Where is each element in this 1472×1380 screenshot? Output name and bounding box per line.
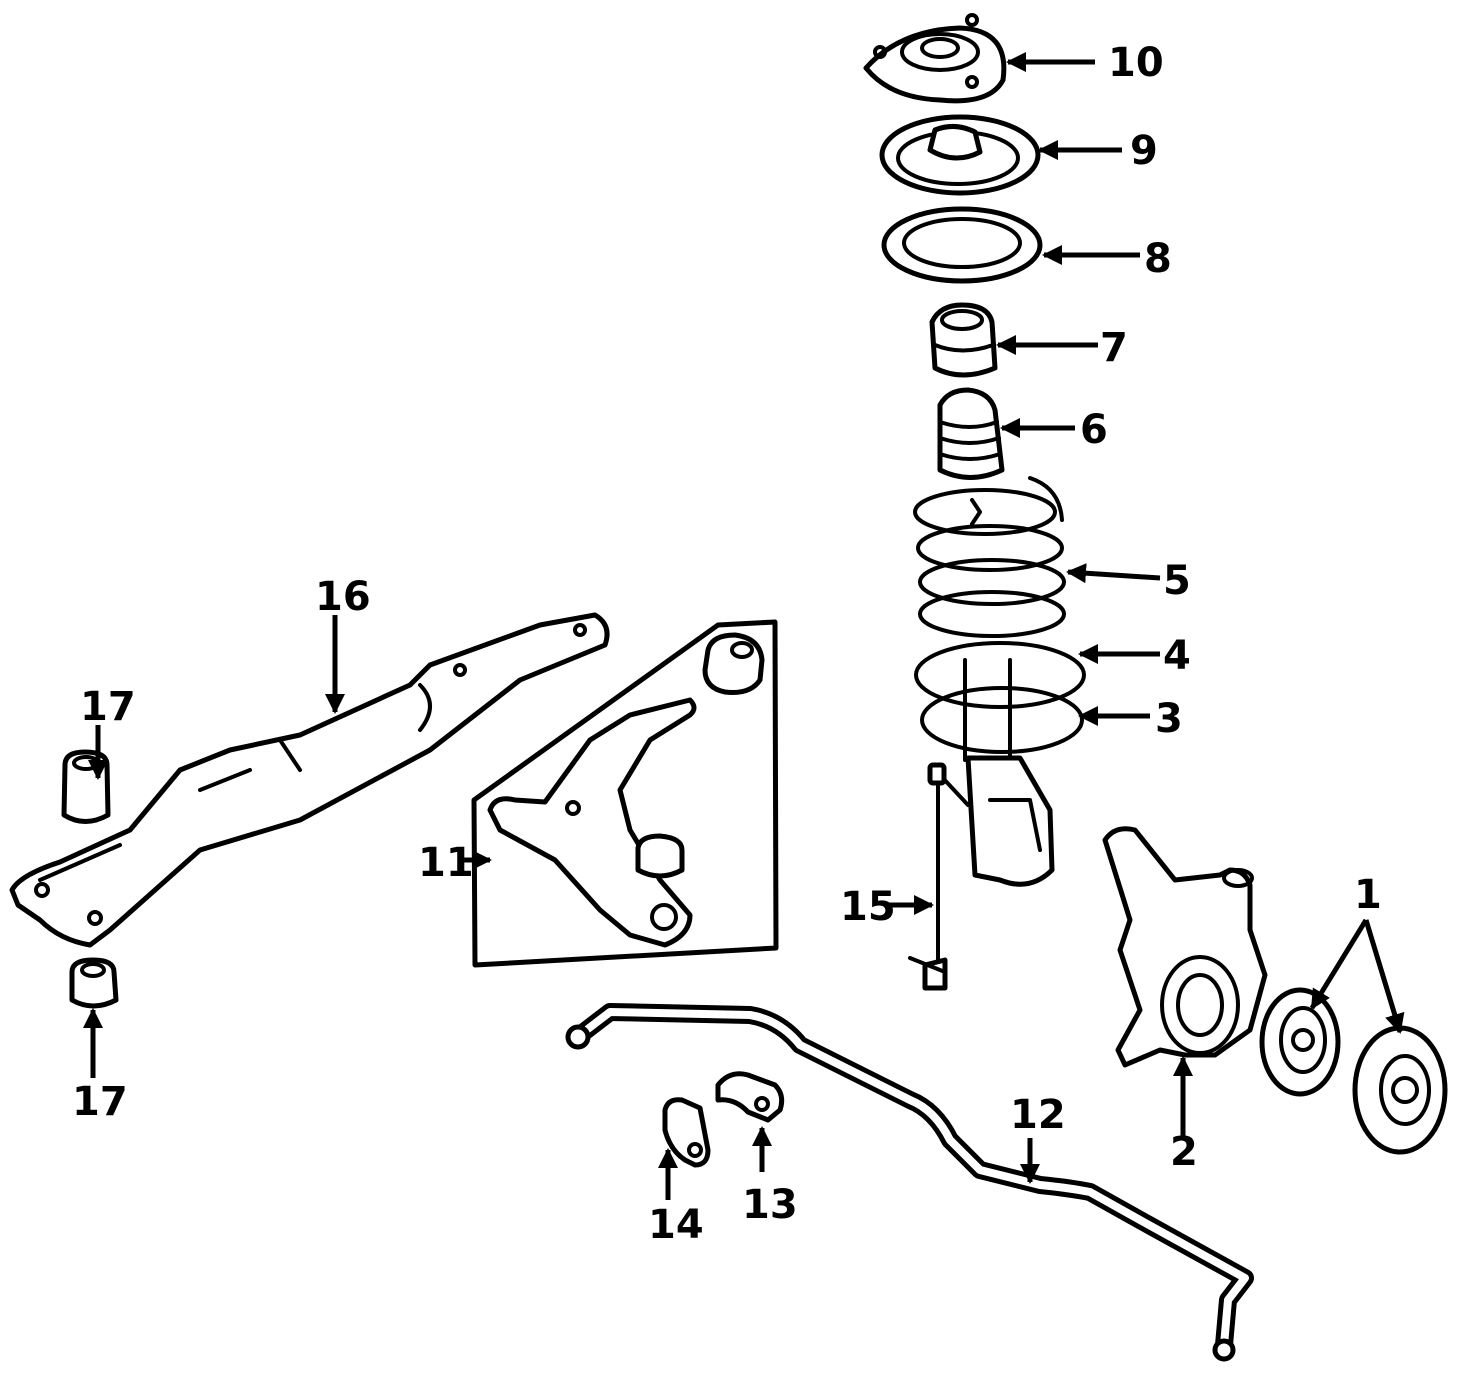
bump-stop bbox=[929, 302, 998, 378]
callout-9: 9 bbox=[1130, 128, 1158, 174]
lower-control-arm bbox=[487, 632, 765, 948]
spring-seat-ring bbox=[881, 206, 1043, 284]
callout-14: 14 bbox=[648, 1202, 704, 1248]
callout-4: 4 bbox=[1163, 633, 1191, 679]
callout-5: 5 bbox=[1163, 558, 1191, 604]
callout-16: 16 bbox=[315, 574, 371, 620]
dust-boot bbox=[937, 387, 1005, 480]
callout-1: 1 bbox=[1354, 872, 1382, 918]
crossmember-bushing-lower bbox=[69, 957, 119, 1009]
hub-bearing-inner bbox=[1259, 987, 1341, 1097]
callout-8: 8 bbox=[1144, 236, 1172, 282]
coil-spring bbox=[913, 476, 1066, 638]
stabilizer-bushing bbox=[715, 1071, 785, 1123]
bushing-clamp bbox=[662, 1097, 711, 1168]
leader-1b bbox=[1363, 919, 1405, 1034]
spring-insulator bbox=[914, 641, 1086, 762]
callout-17-bottom: 17 bbox=[72, 1079, 128, 1125]
stabilizer-bar bbox=[565, 1003, 1254, 1362]
callout-17-top: 17 bbox=[80, 684, 136, 730]
callout-10: 10 bbox=[1108, 40, 1164, 86]
callout-15: 15 bbox=[840, 884, 896, 930]
leader-5 bbox=[1066, 563, 1161, 584]
bearing-plate bbox=[879, 114, 1041, 196]
control-arm-box bbox=[471, 619, 779, 968]
callout-12: 12 bbox=[1010, 1092, 1066, 1138]
steering-knuckle bbox=[1102, 826, 1268, 1068]
callout-11: 11 bbox=[418, 840, 474, 886]
callout-3: 3 bbox=[1155, 696, 1183, 742]
stabilizer-link bbox=[908, 762, 970, 991]
callout-6: 6 bbox=[1080, 407, 1108, 453]
strut-body bbox=[965, 755, 1055, 887]
crossmember-bushing-upper bbox=[61, 749, 111, 824]
crossmember bbox=[9, 612, 610, 948]
callout-13: 13 bbox=[742, 1182, 798, 1228]
callout-2: 2 bbox=[1170, 1129, 1198, 1175]
leader-1a bbox=[1309, 918, 1369, 1010]
strut-mount bbox=[863, 13, 1007, 104]
callout-7: 7 bbox=[1100, 325, 1128, 371]
hub-bearing-outer bbox=[1352, 1025, 1448, 1155]
